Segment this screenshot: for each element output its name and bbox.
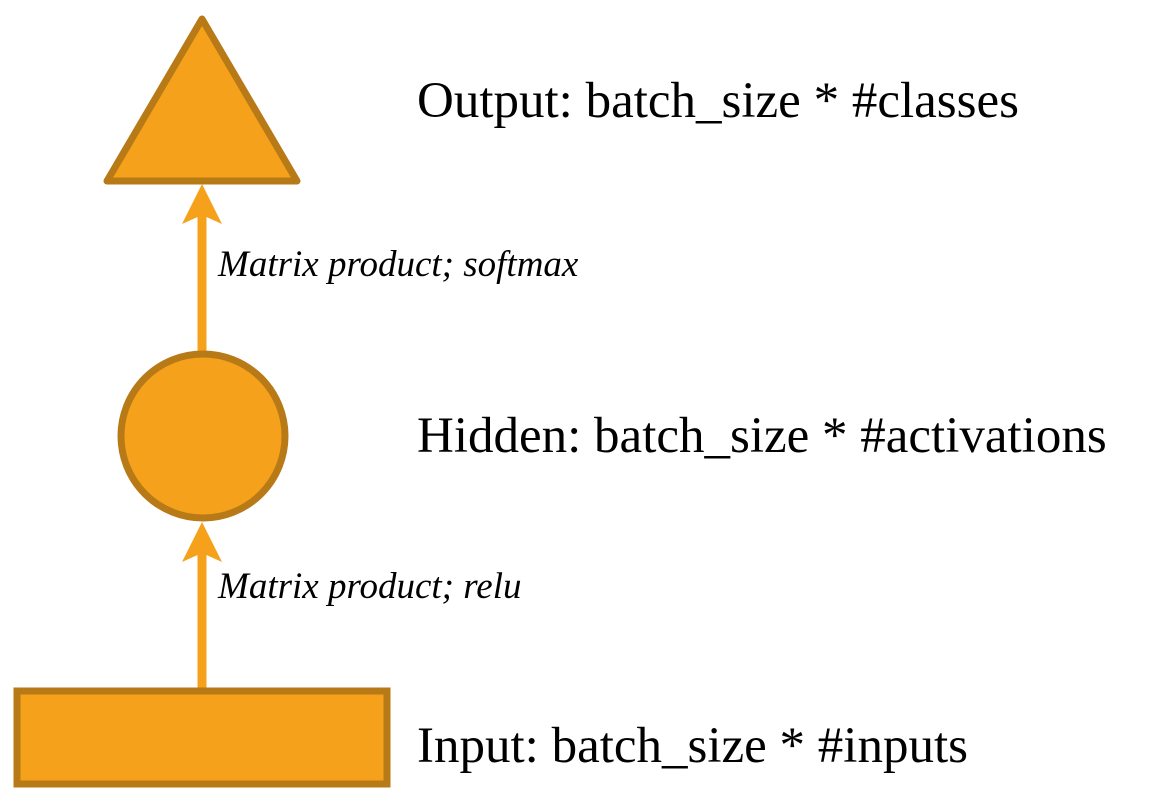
node-output-triangle[interactable] bbox=[103, 15, 301, 185]
node-input-rectangle[interactable] bbox=[13, 687, 391, 788]
node-input-label: Input: batch_size * #inputs bbox=[417, 718, 968, 774]
node-hidden-label: Hidden: batch_size * #activations bbox=[417, 408, 1107, 464]
arrow-head bbox=[182, 184, 222, 224]
edge-hidden-to-output bbox=[182, 184, 222, 352]
node-hidden-circle[interactable] bbox=[117, 350, 289, 522]
edge-hidden-to-output-label: Matrix product; softmax bbox=[218, 244, 579, 285]
arrow-head bbox=[182, 522, 222, 562]
edge-input-to-hidden bbox=[182, 522, 222, 690]
edge-input-to-hidden-label: Matrix product; relu bbox=[218, 566, 522, 607]
node-output-label: Output: batch_size * #classes bbox=[417, 73, 1019, 129]
